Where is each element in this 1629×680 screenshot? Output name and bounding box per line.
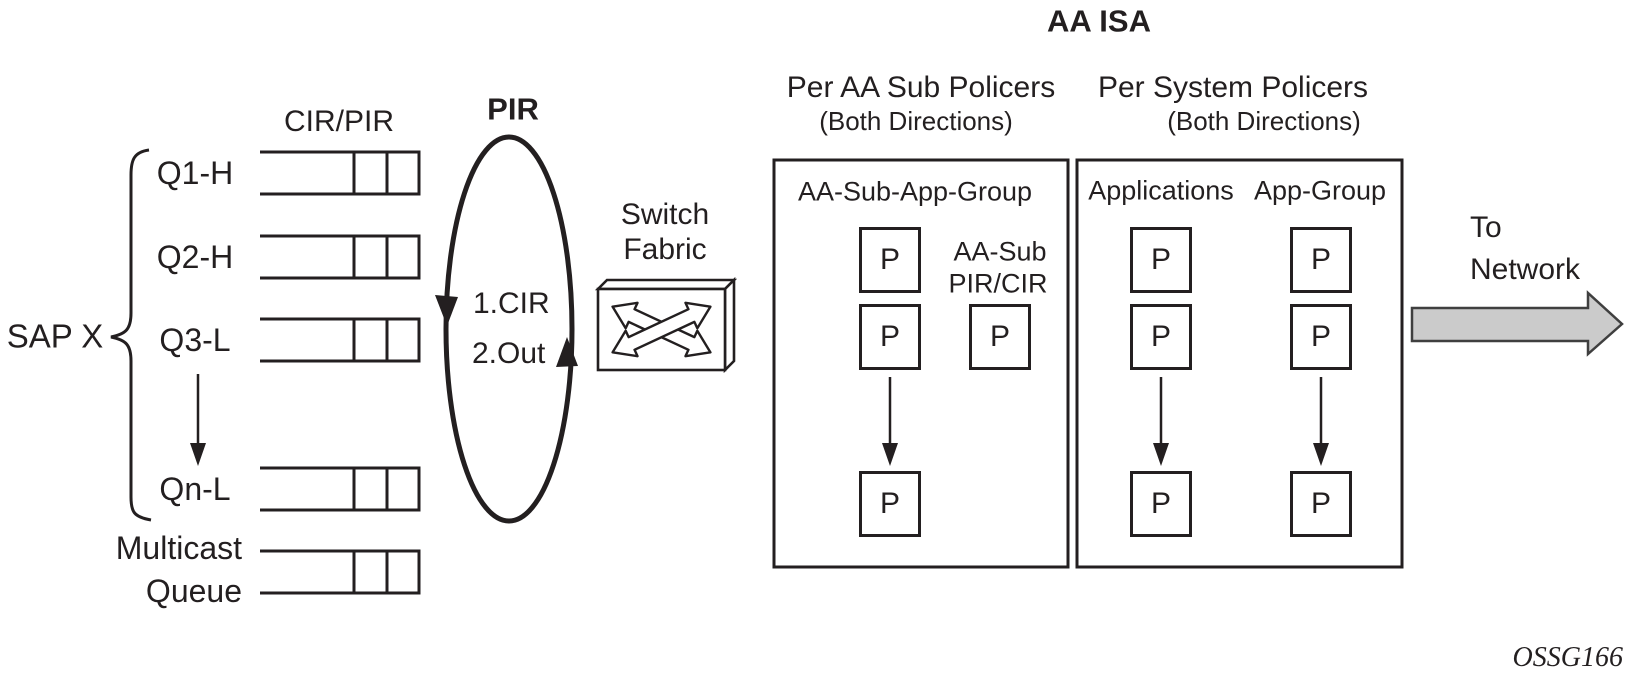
queue-q1-shape: [260, 150, 421, 196]
aa-sub-app-group-title: AA-Sub-App-Group: [797, 176, 1033, 207]
policer-letter: P: [1310, 243, 1331, 276]
aa-sub-pir-cir-label-line2: PIR/CIR: [948, 268, 1048, 299]
multicast-queue-label-line1: Multicast: [115, 530, 242, 566]
switch-fabric-icon: [594, 276, 738, 374]
sap-label: SAP X: [6, 317, 104, 355]
to-network-label-line1: To: [1470, 211, 1502, 244]
app-group-policer-arrow-icon: [1313, 377, 1329, 466]
app-group-policer-box-2: P: [1290, 304, 1352, 370]
sap-brace: [110, 148, 152, 522]
per-aa-sub-policers-subheader: (Both Directions): [819, 106, 1013, 136]
queue-label-q2: Q2-H: [156, 239, 234, 275]
queue-label-q3: Q3-L: [159, 322, 231, 358]
aa-sub-pir-cir-label-line1: AA-Sub: [953, 236, 1047, 267]
per-system-policers-header: Per System Policers: [1097, 71, 1369, 104]
policer-letter: P: [1150, 243, 1171, 276]
policer-letter: P: [1150, 487, 1171, 520]
per-aa-sub-policers-box: [772, 158, 1070, 569]
app-group-policer-box-1: P: [1290, 227, 1352, 293]
policer-letter: P: [1310, 320, 1331, 353]
per-aa-sub-policers-header: Per AA Sub Policers: [786, 71, 1056, 104]
pir-title: PIR: [487, 91, 539, 127]
switch-fabric-label-line1: Switch: [620, 198, 710, 231]
aa-isa-title: AA ISA: [1047, 3, 1151, 39]
queue-ellipsis-arrow-icon: [190, 374, 206, 466]
sub-policer-box-1: P: [859, 227, 921, 293]
queue-multicast-shape: [260, 549, 421, 595]
pir-step1-label: 1.CIR: [473, 287, 550, 320]
queue-q2-shape: [260, 234, 421, 280]
policer-letter: P: [879, 487, 900, 520]
policer-letter: P: [879, 320, 900, 353]
pir-step2-label: 2.Out: [472, 337, 546, 370]
applications-policer-box-1: P: [1130, 227, 1192, 293]
policer-letter: P: [879, 243, 900, 276]
queue-label-q1: Q1-H: [156, 155, 234, 191]
multicast-queue-label-line2: Queue: [145, 573, 242, 609]
policer-letter: P: [1310, 487, 1331, 520]
sub-policer-arrow-icon: [882, 377, 898, 466]
pir-loop-icon: [435, 134, 578, 524]
to-network-label-line2: Network: [1470, 253, 1581, 286]
sub-policer-box-2: P: [859, 304, 921, 370]
queue-label-qn: Qn-L: [159, 471, 231, 507]
to-network-arrow-icon: [1410, 290, 1624, 357]
policer-letter: P: [1150, 320, 1171, 353]
cir-pir-header: CIR/PIR: [283, 105, 395, 138]
sub-policer-box-3: P: [859, 471, 921, 537]
applications-policer-box-3: P: [1130, 471, 1192, 537]
switch-fabric-label-line2: Fabric: [623, 233, 707, 266]
queue-qn-shape: [260, 466, 421, 512]
app-group-policer-box-3: P: [1290, 471, 1352, 537]
figure-code: OSSG166: [1512, 642, 1623, 673]
applications-column-title: Applications: [1088, 175, 1234, 206]
app-group-column-title: App-Group: [1253, 175, 1387, 206]
aa-sub-pir-cir-policer-box: P: [969, 304, 1031, 370]
per-system-policers-subheader: (Both Directions): [1167, 106, 1361, 136]
per-system-policers-box: [1075, 158, 1404, 569]
policer-letter: P: [989, 320, 1010, 353]
applications-policer-box-2: P: [1130, 304, 1192, 370]
queue-q3-shape: [260, 317, 421, 363]
applications-policer-arrow-icon: [1153, 377, 1169, 466]
